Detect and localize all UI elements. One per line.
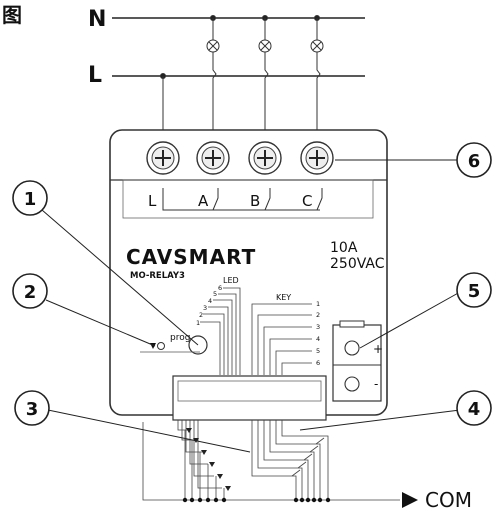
key-number-2: 2 <box>316 311 320 319</box>
live-label: L <box>88 63 102 88</box>
io-connector <box>172 375 327 421</box>
prog-label: prog <box>170 333 190 343</box>
led-number-5: 5 <box>213 290 217 298</box>
brand-model: MO-RELAY3 <box>130 271 185 281</box>
led-title: LED <box>223 276 239 285</box>
callout-2: 2 <box>12 273 48 309</box>
terminal-screw-l <box>146 141 180 175</box>
led-diodes <box>186 428 231 491</box>
lamp-b <box>258 15 272 150</box>
power-input-terminal: + - <box>332 320 383 402</box>
com-label: COM <box>425 488 472 512</box>
callout-1: 1 <box>12 180 48 216</box>
terminal-screw-c <box>300 141 334 175</box>
brand-name: CAVSMART <box>126 245 256 269</box>
load-lamps <box>160 15 324 150</box>
led-number-2: 2 <box>199 311 203 319</box>
led-section: LED 6 5 4 3 2 1 <box>196 276 241 375</box>
key-section: KEY 1 2 3 4 5 6 <box>251 293 320 375</box>
key-number-1: 1 <box>316 300 320 308</box>
callout-4: 4 <box>456 390 492 426</box>
led-number-4: 4 <box>208 297 212 305</box>
terminal-screw-a <box>196 141 230 175</box>
com-junction-dots <box>182 497 331 503</box>
corner-label: 图 <box>2 3 22 27</box>
led-number-3: 3 <box>203 304 207 312</box>
terminal-label-a: A <box>198 192 209 210</box>
terminal-label-l: L <box>148 192 157 210</box>
callout-3: 3 <box>14 390 50 426</box>
callout-6: 6 <box>456 142 492 178</box>
com-arrow-icon <box>402 492 418 508</box>
key-number-5: 5 <box>316 347 320 355</box>
key-title: KEY <box>276 293 291 302</box>
led-number-1: 1 <box>196 319 200 327</box>
rating-voltage: 250VAC <box>330 256 385 272</box>
rating-block: 10A 250VAC <box>330 240 385 272</box>
brand-block: CAVSMART MO-RELAY3 <box>126 245 256 281</box>
led-number-6: 6 <box>218 284 222 292</box>
key-number-4: 4 <box>316 335 320 343</box>
internal-relay-wiring <box>162 188 323 211</box>
power-plus-label: + <box>373 342 383 356</box>
terminal-label-c: C <box>302 192 312 210</box>
terminal-screw-b <box>248 141 282 175</box>
svg-text:3: 3 <box>26 399 39 420</box>
callout-5: 5 <box>456 272 492 308</box>
svg-text:6: 6 <box>468 151 481 172</box>
terminal-label-b: B <box>250 192 260 210</box>
key-number-3: 3 <box>316 323 320 331</box>
power-minus-label: - <box>374 377 378 391</box>
svg-text:5: 5 <box>468 281 481 302</box>
key-number-6: 6 <box>316 359 320 367</box>
neutral-label: N <box>88 7 106 32</box>
svg-text:4: 4 <box>468 399 481 420</box>
external-wiring <box>142 420 400 501</box>
relay-module-body <box>109 129 388 416</box>
terminal-labels: L A B C <box>148 192 312 210</box>
callouts <box>41 159 461 453</box>
rating-current: 10A <box>330 240 358 256</box>
lamp-a <box>206 15 220 150</box>
svg-text:2: 2 <box>24 282 37 303</box>
lamp-c <box>310 15 324 150</box>
screw-terminals <box>146 141 334 175</box>
svg-text:1: 1 <box>24 189 37 210</box>
